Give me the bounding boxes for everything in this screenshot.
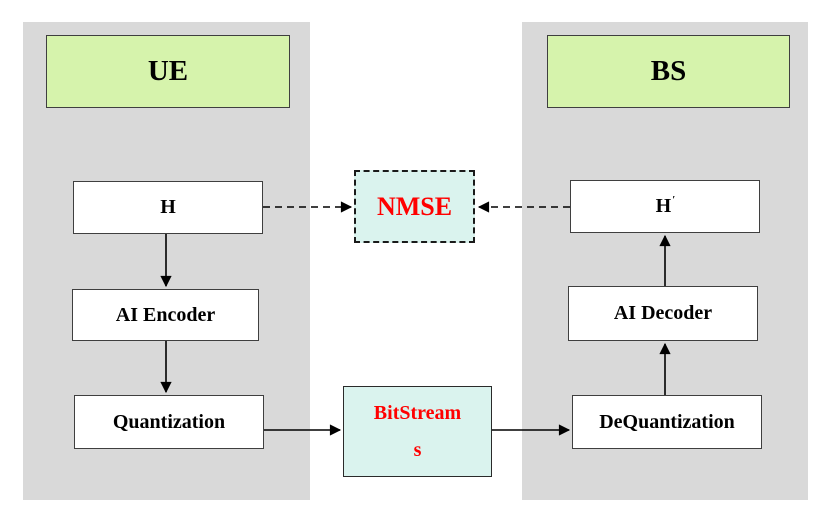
quantization-box: Quantization [74, 395, 264, 449]
h-prime-mark: ′ [672, 193, 676, 206]
h-prime-box: H′ [570, 180, 760, 233]
bitstreams-box: BitStream s [343, 386, 492, 477]
ai-encoder-box: AI Encoder [72, 289, 259, 341]
bitstreams-label-line2: s [413, 438, 422, 461]
nmse-label: NMSE [376, 191, 453, 221]
dequantization-label: DeQuantization [599, 410, 735, 433]
h-label: H [160, 196, 176, 218]
ue-label: UE [147, 55, 189, 87]
nmse-box: NMSE [354, 170, 475, 243]
ai-encoder-label: AI Encoder [115, 303, 216, 326]
dequantization-box: DeQuantization [572, 395, 762, 449]
ai-decoder-box: AI Decoder [568, 286, 758, 341]
quantization-label: Quantization [112, 410, 226, 433]
h-prime-label: H [655, 195, 672, 217]
ai-decoder-label: AI Decoder [613, 302, 713, 324]
ue-header-box: UE [46, 35, 290, 108]
bs-label: BS [650, 55, 687, 87]
bitstreams-label-line1: BitStream [373, 401, 462, 424]
bs-header-box: BS [547, 35, 790, 108]
h-box: H [73, 181, 263, 234]
